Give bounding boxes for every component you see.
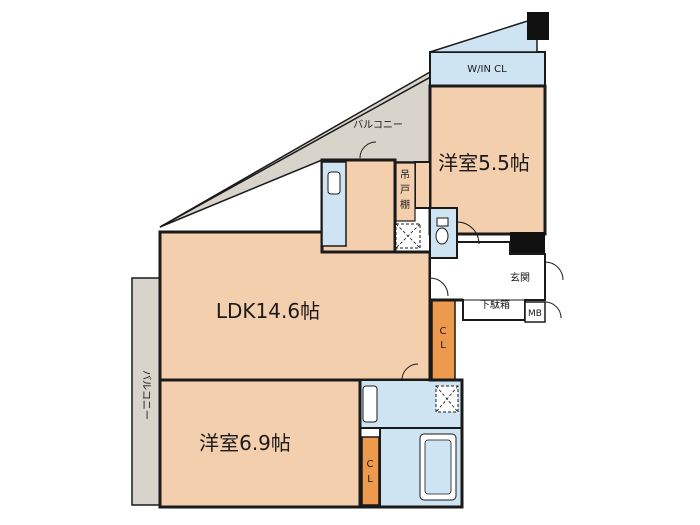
label-hanging-cabinet-1: 吊 bbox=[400, 169, 410, 181]
label-walk-in-closet: W/IN CL bbox=[467, 64, 507, 75]
label-closet-ldk-l: L bbox=[440, 340, 446, 351]
closet-room2 bbox=[361, 436, 380, 506]
label-meter-box: MB bbox=[528, 309, 542, 319]
pillar-top bbox=[527, 12, 549, 40]
label-entrance: 玄関 bbox=[510, 271, 530, 284]
walk-in-closet bbox=[429, 51, 546, 87]
label-closet-room2-c: C bbox=[367, 459, 374, 470]
label-western-room-2: 洋室6.9帖 bbox=[199, 431, 291, 455]
label-balcony-top: バルコニー bbox=[353, 119, 403, 131]
pillar-mid bbox=[510, 232, 545, 254]
meter-box bbox=[524, 301, 546, 323]
hanging-cabinet bbox=[395, 162, 416, 222]
label-ldk: LDK14.6帖 bbox=[216, 299, 320, 323]
label-closet-room2-l: L bbox=[367, 474, 373, 485]
label-western-room-1: 洋室5.5帖 bbox=[438, 151, 530, 175]
label-closet-ldk-c: C bbox=[440, 326, 447, 337]
label-balcony-side: バルコニー bbox=[140, 370, 152, 420]
label-hanging-cabinet-3: 棚 bbox=[400, 198, 410, 211]
balcony-side bbox=[131, 277, 161, 506]
label-hanging-cabinet-2: 戸 bbox=[400, 184, 410, 196]
kitchen-counter bbox=[321, 161, 347, 247]
label-shoe-cabinet: 下駄箱 bbox=[480, 298, 510, 311]
